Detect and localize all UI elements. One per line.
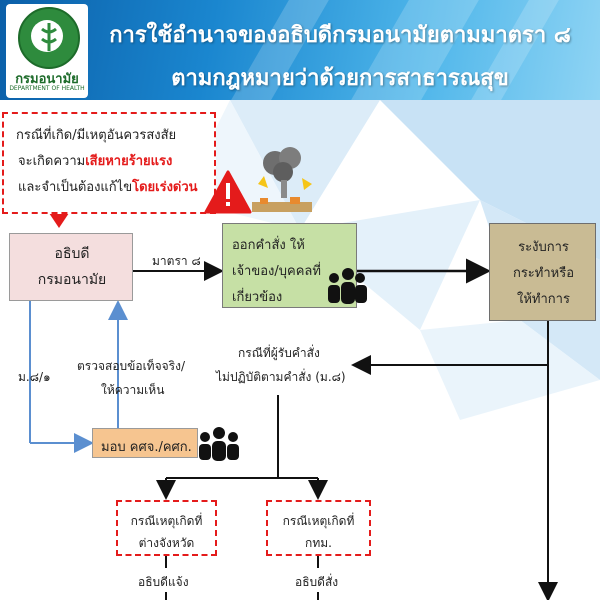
m81-label: ม.๘/๑ — [18, 370, 51, 384]
section8-label: มาตรา ๘ — [152, 254, 201, 268]
province-action: อธิบดีแจ้ง — [136, 573, 191, 592]
assign-label: มอบ คศจ./คศก. — [101, 440, 192, 455]
verify-label-line2: ให้ความเห็น — [101, 383, 165, 397]
logo-subtitle: DEPARTMENT OF HEALTH — [9, 85, 85, 92]
noncompliance-line1: กรณีที่ผู้รับคำสั่ง — [238, 346, 320, 360]
province-line2: ต่างจังหวัด — [138, 536, 195, 550]
bangkok-box: กรณีเหตุเกิดที่ กทม. — [266, 500, 371, 556]
condition-box: กรณีที่เกิด/มีเหตุอันควรสงสัย จะเกิดความ… — [2, 112, 216, 214]
noncompliance-line2: ไม่ปฏิบัติตามคำสั่ง (ม.๘) — [216, 370, 346, 384]
order-line2: เจ้าของ/บุคคลที่ — [232, 264, 321, 279]
condition-line2: จะเกิดความเสียหายร้ายแรง — [18, 154, 173, 169]
order-line1: ออกคำสั่ง ให้ — [232, 238, 305, 253]
seal-icon — [18, 7, 80, 69]
assign-box: มอบ คศจ./คศก. — [92, 428, 198, 458]
page-title-line1: การใช้อำนาจของอธิบดีกรมอนามัยตามมาตรา ๘ — [109, 23, 571, 48]
header-banner: กรมอนามัย DEPARTMENT OF HEALTH การใช้อำน… — [0, 0, 600, 100]
order-line3: เกี่ยวข้อง — [232, 290, 283, 305]
province-box: กรณีเหตุเกิดที่ ต่างจังหวัด — [116, 500, 217, 556]
bangkok-line1: กรณีเหตุเกิดที่ — [282, 514, 355, 528]
logo: กรมอนามัย DEPARTMENT OF HEALTH — [6, 4, 88, 98]
director-box: อธิบดี กรมอนามัย — [9, 233, 133, 301]
page-title-line2: ตามกฎหมายว่าด้วยการสาธารณสุข — [171, 66, 509, 91]
condition-line1: กรณีที่เกิด/มีเหตุอันควรสงสัย — [16, 128, 177, 143]
bangkok-action: อธิบดีสั่ง — [293, 573, 341, 592]
suspend-line3: ให้ทำการ — [517, 292, 570, 307]
suspend-box: ระงับการ กระทำหรือ ให้ทำการ — [489, 223, 596, 321]
verify-label-line1: ตรวจสอบข้อเท็จจริง/ — [77, 359, 185, 373]
suspend-line1: ระงับการ — [518, 240, 569, 255]
condition-highlight-urgent: โดยเร่งด่วน — [132, 180, 198, 195]
suspend-line2: กระทำหรือ — [512, 266, 575, 281]
logo-name: กรมอนามัย — [15, 72, 79, 87]
order-box: ออกคำสั่ง ให้ เจ้าของ/บุคคลที่ เกี่ยวข้อ… — [222, 223, 357, 308]
director-line2: กรมอนามัย — [37, 272, 107, 288]
province-line1: กรณีเหตุเกิดที่ — [130, 514, 203, 528]
bangkok-line2: กทม. — [305, 536, 332, 550]
condition-highlight-severe: เสียหายร้ายแรง — [85, 154, 173, 169]
condition-line3: และจำเป็นต้องแก้ไขโดยเร่งด่วน — [18, 180, 198, 195]
director-line1: อธิบดี — [54, 246, 90, 262]
